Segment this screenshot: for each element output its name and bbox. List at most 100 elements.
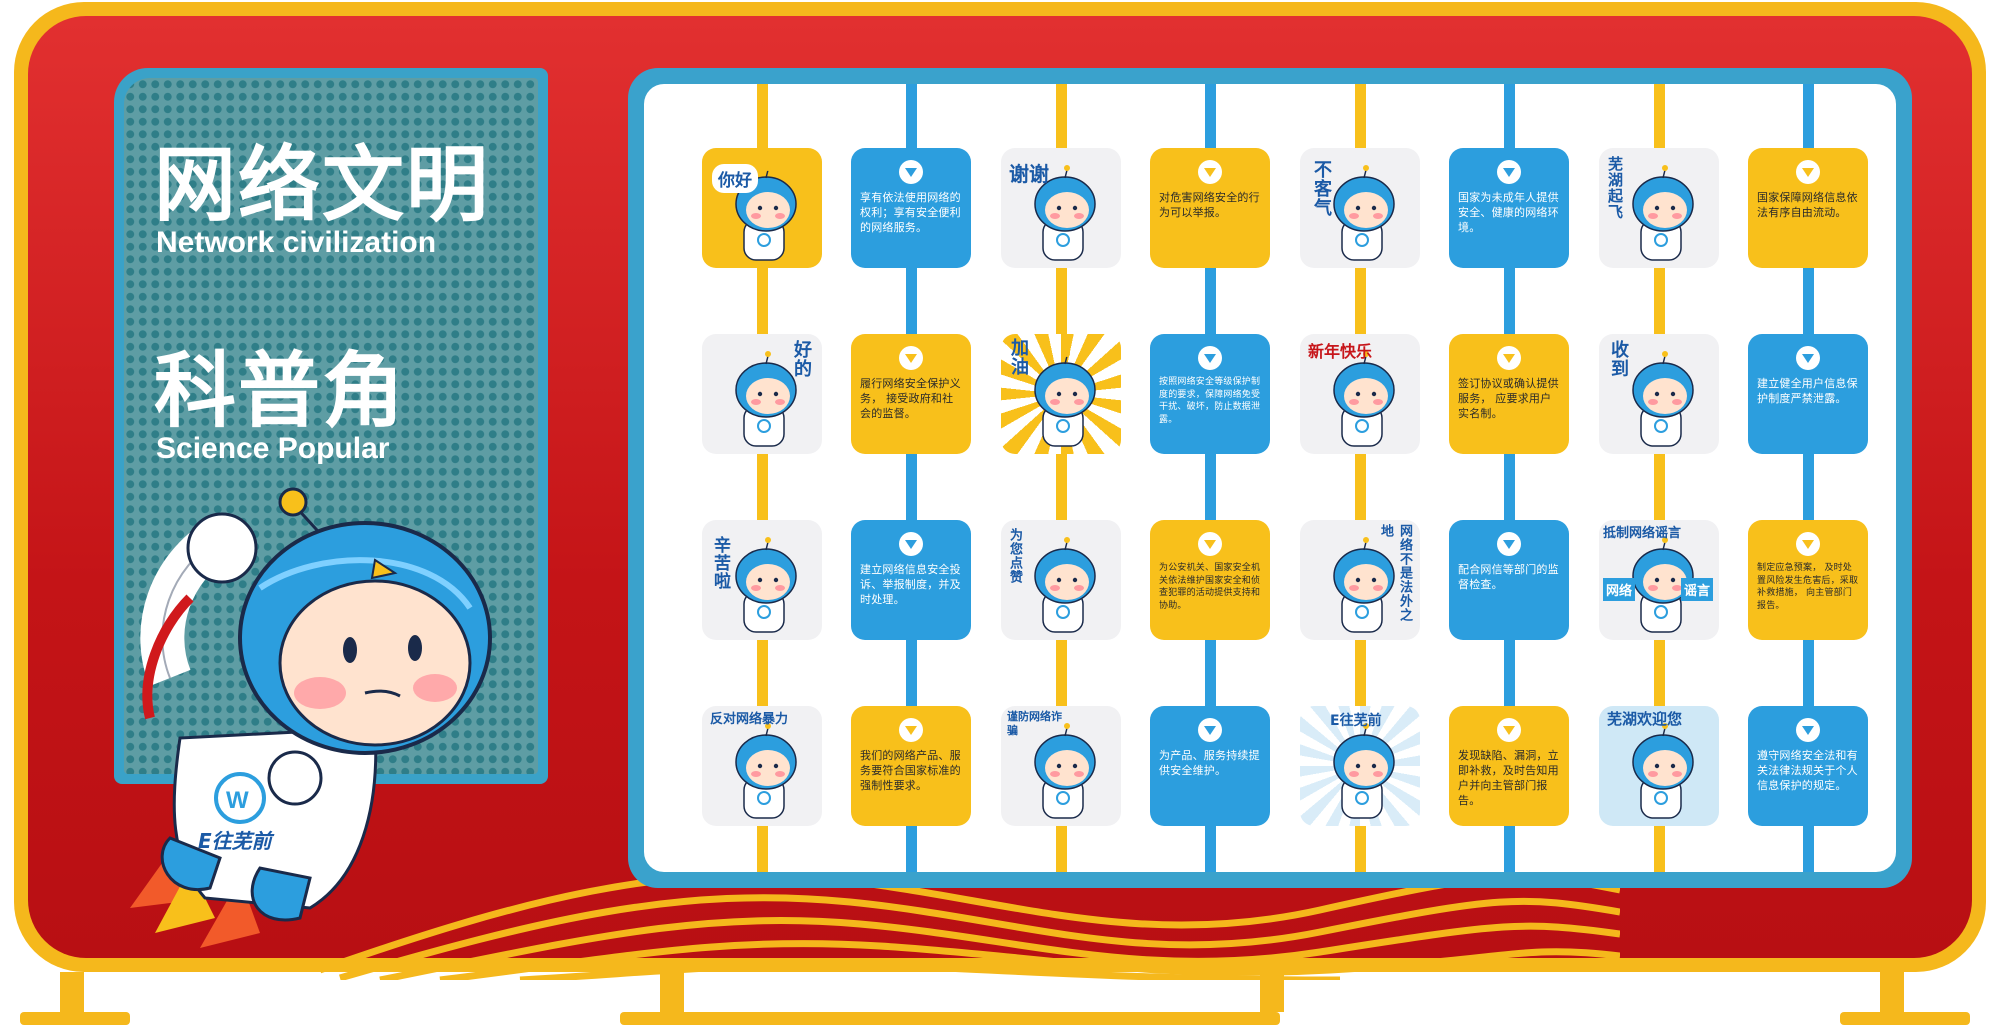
down-arrow-icon [899,718,923,742]
sticker-thanks-for-work: 辛苦啦 [702,520,822,640]
subtitle-network-civilization: Network civilization [156,226,437,259]
down-arrow-icon [1796,346,1820,370]
sticker-caption: 芜湖起飞 [1606,156,1624,220]
rule-card: 我们的网络产品、服务要符合国家标准的强制性要求。 [851,706,971,826]
sticker-happy-new-year: 新年快乐 [1300,334,1420,454]
stand-leg [1260,972,1284,1012]
rule-card: 国家保障网络信息依法有序自由流动。 [1748,148,1868,268]
down-arrow-icon [1198,532,1222,556]
sticker-caption: 好的 [791,340,812,378]
rule-text: 为公安机关、国家安全机关依法维护国家安全和侦查犯罪的活动提供支持和协助。 [1159,563,1261,611]
mini-mascot-icon [1034,165,1096,261]
rule-card: 国家为未成年人提供安全、健康的网络环境。 [1449,148,1569,268]
rule-card: 享有依法使用网络的权利；享有安全便利的网络服务。 [851,148,971,268]
down-arrow-icon [899,532,923,556]
mini-mascot-icon [1632,723,1694,819]
vertical-rail [1355,84,1366,872]
down-arrow-icon [899,160,923,184]
rules-panel-inner: 你好 享有依法使用网络的权利；享有安全便利的网络服务。 谢谢 对危害网络安全的行… [644,84,1896,872]
mascot-astronaut-illustration: W E往芜前 [130,487,492,948]
vertical-rail [1654,84,1665,872]
rule-text: 签订协议或确认提供服务， 应要求用户实名制。 [1458,377,1559,420]
mini-mascot-icon [1034,351,1096,447]
rule-text: 按照网络安全等级保护制度的要求，保障网络免受干扰、破坏，防止数据泄露。 [1159,377,1261,425]
sticker-you-are-welcome: 不客气 [1300,148,1420,268]
title-science-corner: 科普角 [154,346,407,437]
down-arrow-icon [1497,532,1521,556]
mini-mascot-icon [735,723,797,819]
mini-mascot-icon [1034,723,1096,819]
vertical-rail [1504,84,1515,872]
rule-text: 国家为未成年人提供安全、健康的网络环境。 [1458,191,1559,234]
rule-text: 制定应急预案， 及时处置风险发生危害后，采取补救措施， 向主管部门报告。 [1757,563,1859,611]
rule-card: 为产品、服务持续提供安全维护。 [1150,706,1270,826]
stand-foot [1840,1012,1970,1025]
rule-text: 我们的网络产品、服务要符合国家标准的强制性要求。 [860,749,961,792]
rules-panel: 你好 享有依法使用网络的权利；享有安全便利的网络服务。 谢谢 对危害网络安全的行… [628,68,1912,888]
rule-text: 遵守网络安全法和有关法律法规关于个人信息保护的规定。 [1757,749,1858,792]
mini-mascot-icon [1632,351,1694,447]
rule-card: 配合网信等部门的监督检查。 [1449,520,1569,640]
rule-card: 签订协议或确认提供服务， 应要求用户实名制。 [1449,334,1569,454]
sticker-caption: 谣言 [1680,578,1713,601]
mini-mascot-icon [1333,165,1395,261]
sticker-caption: 谢谢 [1009,162,1049,186]
vertical-rail [1803,84,1814,872]
sticker-not-lawless: 网络不是法外之地 [1300,520,1420,640]
sticker-keep-going: 加油 [1001,334,1121,454]
subtitle-science-popular: Science Popular [156,432,390,465]
sticker-welcome-wuhu: 芜湖欢迎您 [1599,706,1719,826]
rule-text: 发现缺陷、漏洞，立即补救，及时告知用户并向主管部门报告。 [1458,749,1559,807]
down-arrow-icon [1497,346,1521,370]
sticker-caption: 反对网络暴力 [710,712,789,727]
stand-leg [1880,972,1904,1012]
sticker-caption: 抵制网络谣言 [1603,526,1682,541]
sticker-oppose-cyberbullying: 反对网络暴力 [702,706,822,826]
mini-mascot-icon [1632,537,1694,633]
sticker-e-wang-wu-qian: E往芜前 [1300,706,1420,826]
sticker-caption: E往芜前 [1330,713,1382,729]
sticker-thumbs-up: 为您点赞 [1001,520,1121,640]
rule-card: 制定应急预案， 及时处置风险发生危害后，采取补救措施， 向主管部门报告。 [1748,520,1868,640]
mini-mascot-icon [1034,537,1096,633]
rule-text: 配合网信等部门的监督检查。 [1458,563,1559,591]
rule-card: 发现缺陷、漏洞，立即补救，及时告知用户并向主管部门报告。 [1449,706,1569,826]
down-arrow-icon [1796,532,1820,556]
down-arrow-icon [1497,160,1521,184]
mini-mascot-icon [735,351,797,447]
down-arrow-icon [899,346,923,370]
sticker-caption: 你好 [712,164,758,193]
rule-card: 按照网络安全等级保护制度的要求，保障网络免受干扰、破坏，防止数据泄露。 [1150,334,1270,454]
stand-leg [60,972,84,1012]
rule-card: 建立网络信息安全投诉、举报制度，并及时处理。 [851,520,971,640]
sticker-caption: 辛苦啦 [710,536,730,590]
svg-text:W: W [226,787,249,814]
sticker-caption: 芜湖欢迎您 [1607,710,1683,728]
mini-mascot-icon [1333,723,1395,819]
rule-text: 对危害网络安全的行为可以举报。 [1159,191,1260,219]
sticker-beware-fraud: 谨防网络诈骗 [1001,706,1121,826]
rule-text: 享有依法使用网络的权利；享有安全便利的网络服务。 [860,191,961,234]
down-arrow-icon [1796,718,1820,742]
rule-text: 为产品、服务持续提供安全维护。 [1159,749,1260,777]
sticker-ok: 好的 [702,334,822,454]
down-arrow-icon [1198,718,1222,742]
vertical-rail [1056,84,1067,872]
mini-mascot-icon [1333,351,1395,447]
stand-foot [620,1012,1280,1025]
mascot-badge-text: E往芜前 [198,829,275,853]
sticker-thanks: 谢谢 [1001,148,1121,268]
sticker-caption: 收到 [1608,340,1629,378]
down-arrow-icon [1198,160,1222,184]
rule-card: 建立健全用户信息保护制度严禁泄露。 [1748,334,1868,454]
sticker-caption: 新年快乐 [1308,342,1373,361]
sticker-caption: 不客气 [1311,160,1332,217]
sticker-hello: 你好 [702,148,822,268]
sticker-received: 收到 [1599,334,1719,454]
stand-foot [20,1012,130,1025]
mini-mascot-icon [735,537,797,633]
rule-text: 履行网络安全保护义务， 接受政府和社会的监督。 [860,377,961,420]
rule-text: 建立网络信息安全投诉、举报制度，并及时处理。 [860,563,961,606]
rule-text: 建立健全用户信息保护制度严禁泄露。 [1757,377,1858,405]
